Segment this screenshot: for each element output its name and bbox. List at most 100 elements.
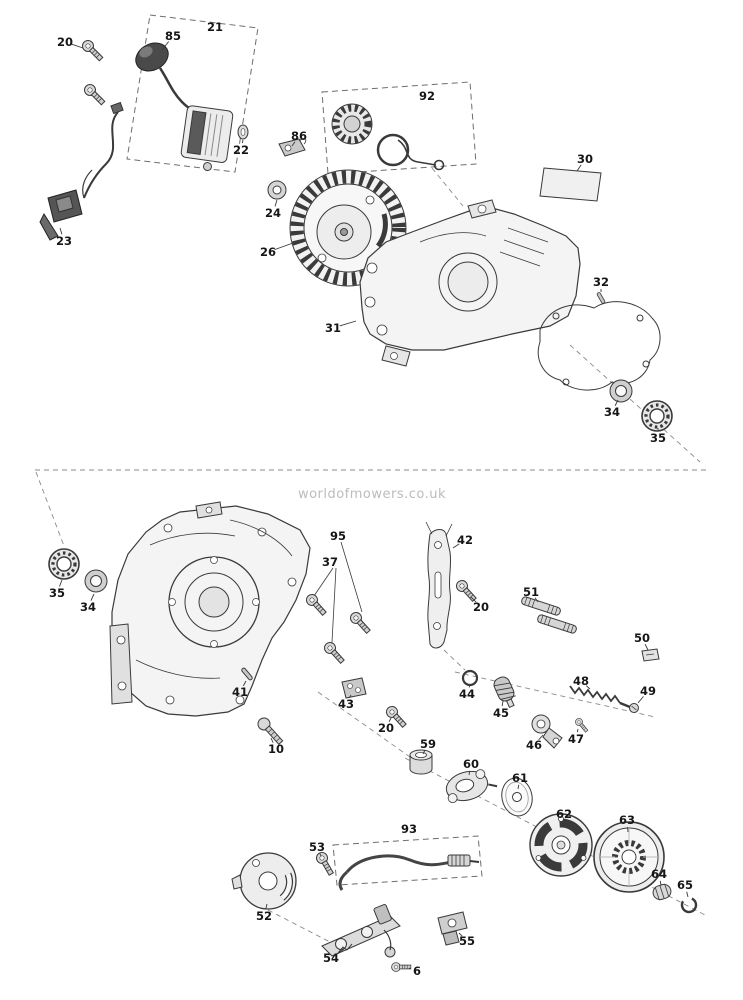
part-callout-gasket-sheet-30: 30 [576, 152, 593, 172]
svg-text:42: 42 [457, 533, 473, 547]
part-callout-inner-plate-52: 52 [256, 903, 272, 923]
adjuster-screw-49-drawing [619, 701, 639, 713]
svg-text:34: 34 [80, 600, 96, 614]
watermark: worldofmowers.co.uk [298, 487, 446, 502]
svg-text:47: 47 [568, 732, 584, 746]
svg-text:23: 23 [56, 234, 72, 248]
part-callout-clutch-drum-63: 63 [619, 813, 635, 833]
svg-text:41: 41 [232, 685, 248, 699]
part-callout-bearing-35: 35 [49, 579, 65, 600]
part-callout-bearing-35: 35 [650, 428, 666, 445]
pin-32-drawing [596, 291, 606, 305]
svg-text:53: 53 [309, 840, 325, 854]
part-callout-screw-47: 47 [568, 728, 584, 746]
group-box-oil-hose [332, 835, 483, 886]
part-callout-pin-41: 41 [232, 680, 248, 699]
washer-24-drawing [267, 180, 287, 200]
collar-59-drawing [409, 749, 433, 775]
screw-95a-drawing [347, 609, 373, 636]
oil-pump-46-drawing [531, 714, 563, 749]
svg-text:6: 6 [413, 964, 421, 978]
clutch-drum-63-drawing [593, 821, 665, 893]
part-callout-collar-59: 59 [420, 737, 436, 755]
part-callout-stud-51: 51 [523, 585, 539, 603]
bracket-55-drawing [437, 911, 468, 946]
svg-text:26: 26 [260, 245, 276, 259]
svg-text:49: 49 [640, 684, 656, 698]
svg-text:32: 32 [593, 275, 609, 289]
stud-51b-drawing [536, 613, 578, 635]
svg-text:43: 43 [338, 697, 354, 711]
part-callout-washer-24: 24 [265, 199, 281, 220]
svg-text:54: 54 [323, 951, 339, 965]
part-callout-oil-hose-group-93: 93 [401, 822, 417, 836]
oil-hose-93-drawing [338, 854, 480, 891]
svg-text:85: 85 [165, 29, 181, 43]
part-callout-screw-20: 20 [57, 35, 84, 49]
svg-text:10: 10 [268, 742, 284, 756]
part-callout-worm-gear-45: 45 [493, 700, 509, 720]
screw-53-drawing [313, 849, 337, 878]
part-callout-screw-20: 20 [470, 596, 489, 614]
part-callout-e-clip-65: 65 [677, 878, 693, 898]
part-callout-bolt-10: 10 [268, 737, 284, 756]
part-callout-bracket-55: 55 [458, 932, 475, 948]
part-callout-washer-disc-61: 61 [512, 771, 528, 790]
fuel-cap-oring-drawing [376, 133, 410, 167]
svg-text:45: 45 [493, 706, 509, 720]
svg-text:62: 62 [556, 807, 572, 821]
svg-text:24: 24 [265, 206, 281, 220]
svg-text:21: 21 [207, 20, 223, 34]
svg-text:44: 44 [459, 687, 475, 701]
svg-text:34: 34 [604, 405, 620, 419]
part-callout-screw-20: 20 [378, 717, 394, 735]
part-callout-tensioner-plate-42: 42 [452, 533, 473, 549]
screw-set-leader-lines [313, 541, 363, 643]
part-callout-fuel-cap-group-92: 92 [419, 89, 435, 103]
svg-text:51: 51 [523, 585, 539, 599]
screw-20b-drawing [81, 81, 108, 108]
svg-text:20: 20 [473, 600, 489, 614]
stop-switch-drawing [39, 189, 83, 241]
group-box-ignition [126, 14, 259, 173]
part-callout-o-ring-44: 44 [459, 684, 475, 701]
bracket-86-drawing [278, 138, 307, 157]
crankcase-gasket-holes [552, 312, 650, 386]
group-box-fuel-cap [321, 81, 477, 175]
inner-plate-52-drawing [231, 852, 297, 910]
stud-51a-drawing [520, 595, 562, 617]
worm-gear-drawing [493, 676, 516, 709]
part-callout-oil-pump-46: 46 [526, 734, 544, 752]
svg-text:22: 22 [233, 143, 249, 157]
washer-disc-61-drawing [501, 777, 533, 817]
screw-37b-drawing [321, 639, 347, 666]
part-callout-crankcase-31: 31 [325, 320, 357, 335]
svg-text:20: 20 [57, 35, 73, 49]
part-callout-flywheel-26: 26 [260, 242, 294, 259]
screw-20a-drawing [79, 37, 106, 64]
part-callout-clamp-43: 43 [338, 694, 354, 711]
svg-text:60: 60 [463, 757, 479, 771]
part-callout-ignition-module-group-21: 21 [207, 20, 223, 34]
oil-seal-34b-drawing [84, 569, 108, 593]
part-callout-clip-50: 50 [634, 631, 650, 651]
svg-text:46: 46 [526, 738, 542, 752]
ignition-coil-drawing [180, 105, 234, 172]
bearing-35b-drawing [47, 547, 81, 581]
e-clip-65-drawing [680, 896, 698, 914]
spring-48-drawing [569, 685, 621, 704]
svg-text:35: 35 [650, 431, 666, 445]
tensioner-plate-drawing [425, 521, 453, 649]
crankcase-gasket-drawing [537, 301, 661, 391]
oil-seal-34-drawing [609, 379, 633, 403]
svg-text:61: 61 [512, 771, 528, 785]
svg-text:92: 92 [419, 89, 435, 103]
part-callout-oil-seal-34: 34 [80, 593, 96, 614]
part-callout-spark-plug-cap-85: 85 [161, 29, 181, 51]
svg-text:37: 37 [322, 555, 338, 569]
wiring-harness-drawing [82, 101, 124, 199]
part-callout-oil-seal-34: 34 [604, 399, 620, 419]
